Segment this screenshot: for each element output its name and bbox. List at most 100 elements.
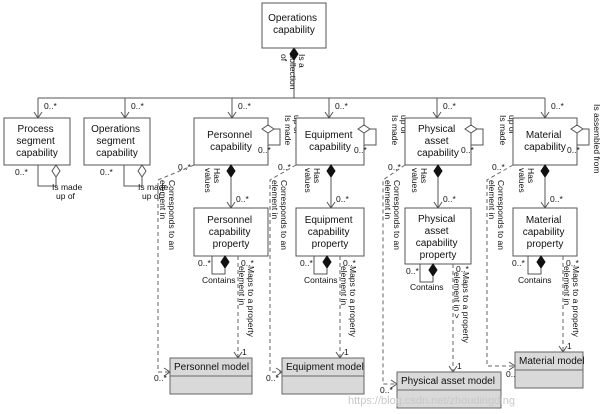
self-aggregation-process-segment: [37, 164, 61, 187]
relation-is-a-collection-of: Is a collection of: [279, 54, 307, 92]
has-values-connector: [226, 164, 236, 209]
personnel-capability-property-box: Personnel capability property: [193, 207, 269, 257]
operations-segment-capability-box: Operations segment capability: [83, 117, 151, 166]
relation-maps-to: Maps to a property element in: [339, 266, 358, 339]
composition-diamond: [226, 164, 236, 178]
aggregation-diamond: [51, 164, 61, 178]
multiplicity: 0..*: [566, 258, 579, 268]
equipment-model-box: Equipment model: [281, 357, 365, 395]
aggregation-diamond: [137, 164, 147, 178]
physical-asset-capability-property-label: Physical asset capability property: [416, 214, 460, 261]
multiplicity: 0..*: [131, 101, 144, 111]
relation-corresponds-to: Corresponds to an element in: [270, 180, 289, 252]
relation-corresponds-to: Corresponds to an element in: [158, 180, 177, 252]
multiplicity: 0..*: [506, 369, 519, 379]
personnel-model-box: Personnel model: [169, 357, 253, 395]
relation-has-values: Has values: [203, 168, 222, 193]
material-capability-label: Material capability: [524, 130, 566, 153]
aggregation-diamond: [261, 124, 275, 134]
process-segment-capability-box: Process segment capability: [3, 117, 71, 166]
composition-diamond: [536, 255, 546, 269]
composition-diamond: [322, 255, 332, 269]
multiplicity: 0..*: [100, 167, 113, 177]
relation-corresponds-to: Corresponds to an element in: [383, 180, 402, 252]
multiplicity: 0..*: [266, 373, 279, 383]
multiplicity: 0..*: [551, 101, 564, 111]
watermark-text: https://blog.csdn.net/zhoudingding: [348, 395, 515, 407]
multiplicity: 0..*: [336, 194, 349, 204]
material-model-box: Material model: [514, 351, 585, 389]
composition-diamond: [433, 164, 443, 178]
equipment-capability-label: Equipment capability: [305, 130, 356, 153]
contains-loop: [313, 255, 332, 275]
aggregation-diamond: [570, 124, 584, 134]
material-capability-property-label: Material capability property: [523, 215, 567, 250]
relation-maps-to: Maps to a property element in: [237, 266, 256, 339]
personnel-capability-label: Personnel capability: [207, 130, 255, 153]
composition-diamond: [326, 164, 336, 178]
composition-diamond: [540, 164, 550, 178]
multiplicity: 0..*: [443, 101, 456, 111]
material-model-label: Material model: [519, 356, 585, 367]
multiplicity: 0..*: [241, 258, 254, 268]
self-aggregation-material: [570, 124, 590, 146]
personnel-capability-box: Personnel capability: [193, 117, 269, 166]
equipment-model-label: Equipment model: [286, 362, 364, 373]
multiplicity: 0..*: [492, 162, 505, 172]
equipment-capability-property-box: Equipment capability property: [295, 207, 365, 257]
multiplicity: 0..*: [512, 258, 525, 268]
relation-corresponds-to: Corresponds to an element in: [487, 180, 506, 252]
relation-maps-to: Maps to a property element in: [562, 266, 581, 339]
multiplicity: 0..*: [278, 162, 291, 172]
process-segment-capability-label: Process segment capability: [16, 124, 58, 159]
material-capability-box: Material capability: [512, 117, 578, 166]
multiplicity: 0..*: [44, 101, 57, 111]
contains-loop: [527, 255, 546, 275]
multiplicity: 0..*: [567, 145, 580, 155]
relation-is-made-up-of: Is made up of: [52, 182, 85, 201]
multiplicity: 1: [457, 361, 462, 371]
contains-loop: [419, 263, 438, 283]
relation-has-values: Has values: [517, 168, 536, 193]
self-aggregation-equipment: [357, 124, 377, 146]
multiplicity: 0..*: [236, 194, 249, 204]
contains-loop: [211, 255, 230, 275]
self-aggregation-operations-segment: [123, 164, 147, 187]
self-aggregation-physical-asset: [464, 124, 484, 146]
relation-contains: Contains: [304, 275, 338, 285]
multiplicity: 0..*: [550, 194, 563, 204]
multiplicity: 0..*: [380, 385, 393, 395]
operations-segment-capability-label: Operations segment capability: [91, 124, 143, 159]
relation-has-values: Has values: [410, 168, 429, 193]
relation-has-values: Has values: [303, 168, 322, 193]
has-values-connector: [433, 164, 443, 209]
multiplicity: 0..*: [178, 162, 191, 172]
self-aggregation-personnel: [261, 124, 281, 146]
has-values-connector: [326, 164, 336, 209]
composition-diamond: [428, 263, 438, 277]
physical-asset-capability-box: Physical asset capability: [404, 117, 472, 166]
relation-contains: Contains: [410, 282, 444, 292]
aggregation-diamond: [464, 124, 478, 134]
physical-asset-capability-label: Physical asset capability: [417, 124, 459, 159]
relation-contains: Contains: [518, 275, 552, 285]
personnel-model-label: Personnel model: [174, 362, 249, 373]
multiplicity: 0..*: [456, 264, 469, 274]
multiplicity: 0..*: [461, 145, 474, 155]
relation-is-assembled-from: Is assembled from: [592, 104, 602, 173]
multiplicity: 0..*: [354, 145, 367, 155]
relation-is-made-up-of: Is made up of: [390, 115, 409, 148]
physical-asset-capability-property-box: Physical asset capability property: [404, 207, 472, 265]
relation-is-made-up-of: Is made up of: [138, 182, 171, 201]
material-capability-property-box: Material capability property: [512, 207, 578, 257]
relation-is-made-up-of: Is made up of: [498, 115, 517, 148]
physical-asset-model-box: Physical asset model: [396, 371, 502, 409]
multiplicity: 0..*: [406, 266, 419, 276]
equipment-capability-box: Equipment capability: [295, 117, 365, 166]
multiplicity: 1: [344, 347, 349, 357]
multiplicity: 1: [242, 347, 247, 357]
multiplicity: 0..*: [343, 258, 356, 268]
multiplicity: 0..*: [388, 162, 401, 172]
composition-diamond: [220, 255, 230, 269]
